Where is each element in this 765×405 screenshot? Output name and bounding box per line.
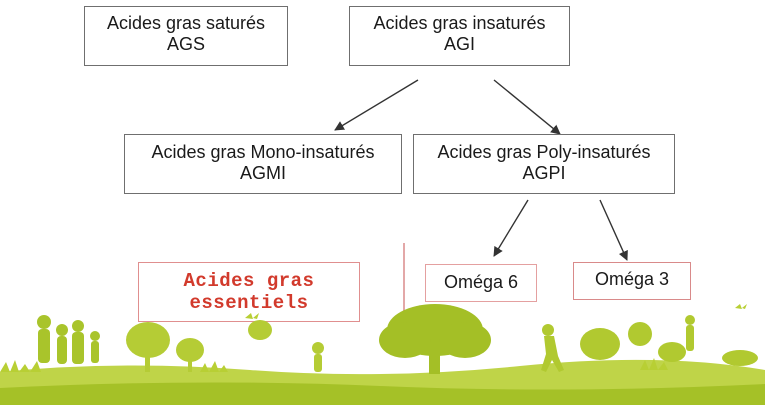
node-agpi: Acides gras Poly-insaturés AGPI — [413, 134, 675, 194]
node-ags-abbr: AGS — [166, 34, 205, 54]
bracket-divider — [403, 243, 405, 325]
node-omega3-label: Oméga 3 — [594, 269, 670, 289]
node-acides-gras-essentiels: Acides gras essentiels — [138, 262, 360, 322]
node-ags-title: Acides gras saturés — [106, 13, 266, 33]
node-agmi-title: Acides gras Mono-insaturés — [151, 142, 375, 162]
node-omega3: Oméga 3 — [573, 262, 691, 300]
essentiels-line1: Acides gras — [183, 270, 315, 292]
arrow-agi-to-agpi — [493, 79, 561, 135]
node-omega6-label: Oméga 6 — [443, 272, 519, 292]
arrow-agpi-to-omega6 — [493, 199, 529, 257]
node-omega6: Oméga 6 — [425, 264, 537, 302]
node-agpi-abbr: AGPI — [522, 163, 566, 183]
node-agmi-abbr: AGMI — [239, 163, 286, 183]
node-ags: Acides gras saturés AGS — [84, 6, 288, 66]
arrow-agi-to-agmi — [334, 79, 419, 131]
essentiels-line2: essentiels — [189, 292, 309, 314]
node-agmi: Acides gras Mono-insaturés AGMI — [124, 134, 402, 194]
node-agi-title: Acides gras insaturés — [373, 13, 546, 33]
arrow-agpi-to-omega3 — [599, 199, 628, 261]
node-agi-abbr: AGI — [443, 34, 475, 54]
landscape-illustration — [0, 304, 765, 405]
node-agi: Acides gras insaturés AGI — [349, 6, 570, 66]
node-agpi-title: Acides gras Poly-insaturés — [437, 142, 651, 162]
